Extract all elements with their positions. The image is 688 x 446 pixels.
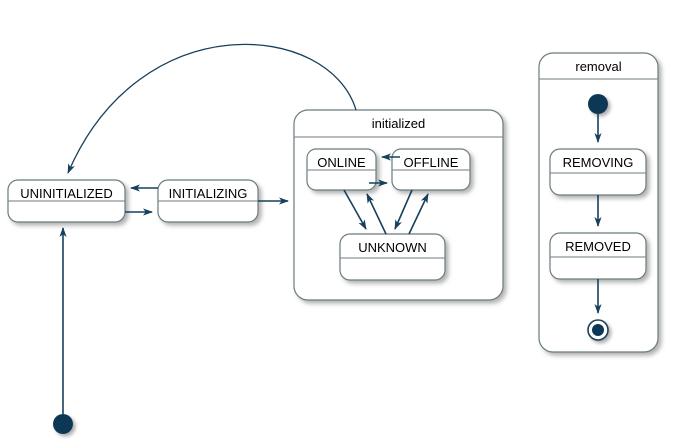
state-removing[interactable] bbox=[549, 148, 647, 196]
transition-unknown-to-offline bbox=[408, 193, 429, 235]
transition-online-to-unknown bbox=[343, 189, 367, 230]
final-state-removal[interactable] bbox=[587, 319, 609, 341]
state-removing-body bbox=[549, 148, 647, 196]
state-online[interactable] bbox=[306, 148, 377, 191]
state-removed-body bbox=[549, 232, 647, 280]
state-uninitialized[interactable] bbox=[7, 179, 126, 223]
final-state-inner-dot bbox=[592, 324, 604, 336]
initial-state-main[interactable] bbox=[53, 414, 73, 434]
state-removed[interactable] bbox=[549, 232, 647, 280]
state-unknown-body bbox=[339, 233, 446, 281]
state-unknown[interactable] bbox=[339, 233, 446, 281]
initial-state-removal[interactable] bbox=[588, 94, 608, 114]
transition-offline-to-unknown bbox=[394, 189, 413, 230]
transition-initialized-to-uninitialized bbox=[67, 43, 357, 174]
state-initializing[interactable] bbox=[157, 179, 259, 223]
transition-unknown-to-online bbox=[366, 193, 387, 235]
state-offline[interactable] bbox=[391, 148, 471, 191]
